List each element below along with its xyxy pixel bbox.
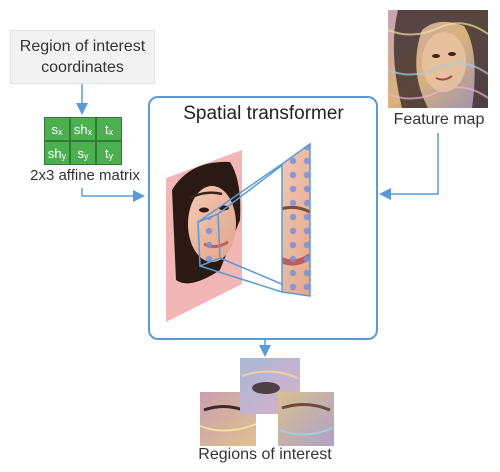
regions-of-interest-images [199, 358, 334, 446]
spatial-transformer-title: Spatial transformer [183, 103, 344, 124]
feature-map-image [388, 10, 488, 108]
projection-line-upper [197, 163, 283, 223]
regions-of-interest-caption: Regions of interest [198, 446, 332, 463]
roi-label-line2: coordinates [41, 59, 124, 76]
sampling-region [197, 212, 221, 268]
zoomed-patch [282, 144, 310, 296]
arrow-matrix-to-transformer [81, 188, 145, 202]
arrow-feature-to-transformer [379, 133, 439, 200]
matrix-caption: 2x3 affine matrix [30, 167, 140, 184]
transformer-illustration [166, 142, 311, 322]
roi-tile-3 [278, 392, 334, 446]
roi-coordinates-box: Region of interest coordinates [10, 30, 155, 84]
zoomed-patch-border [281, 142, 311, 297]
projection-line-bottom [199, 265, 283, 293]
feature-map-caption: Feature map [393, 111, 485, 128]
roi-label-line1: Region of interest [19, 38, 146, 55]
